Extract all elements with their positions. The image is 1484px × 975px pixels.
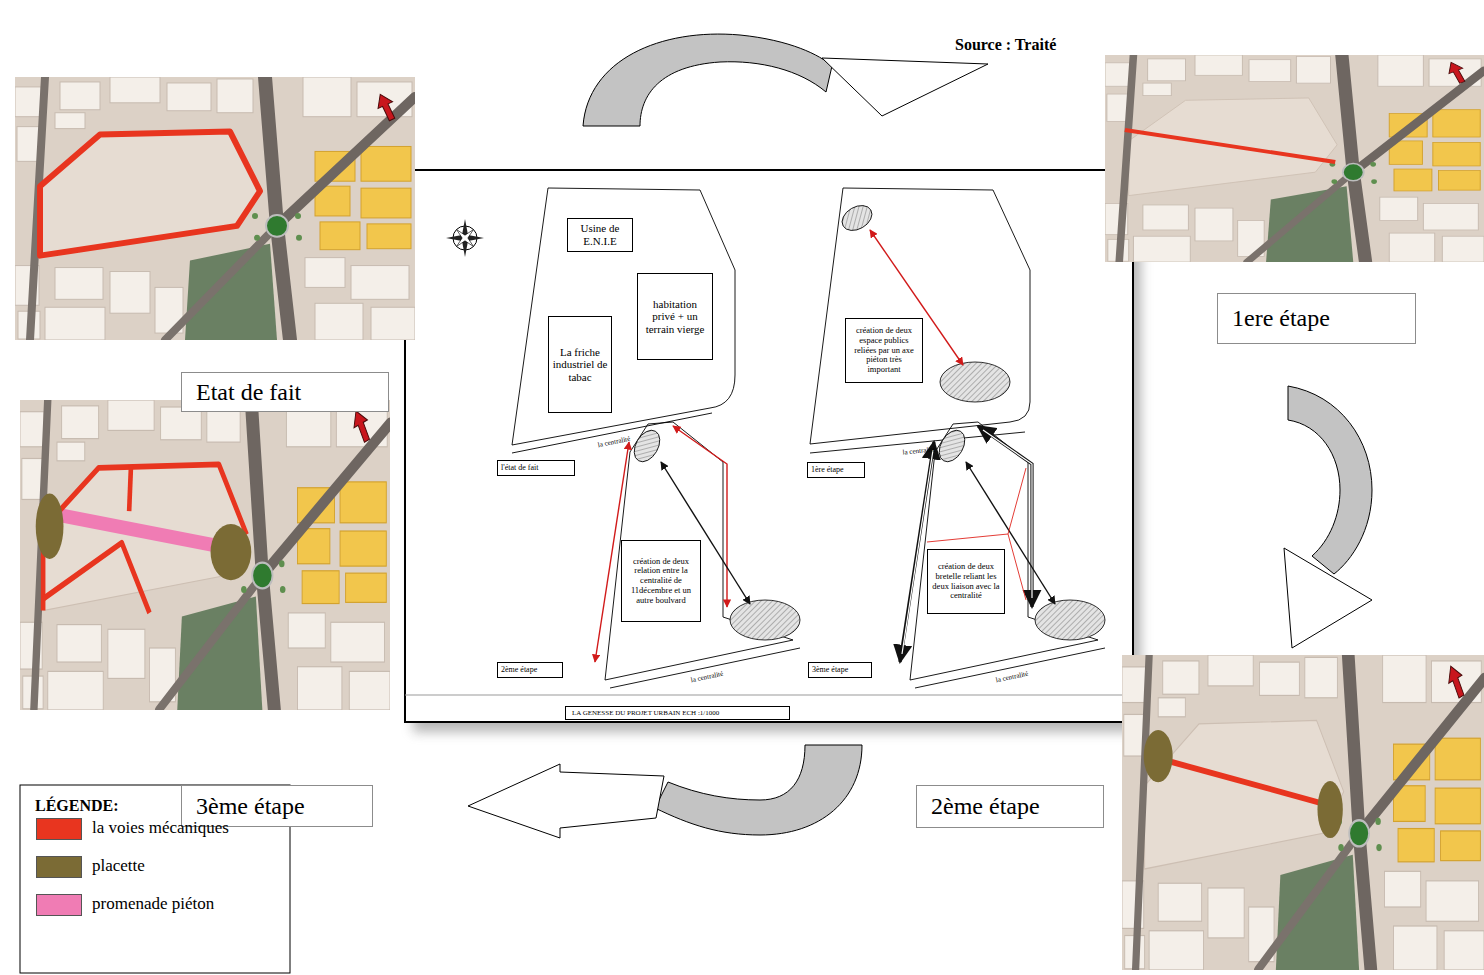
parcel-outline bbox=[512, 188, 735, 453]
node-text: 1ère étape bbox=[811, 463, 861, 477]
node-text: création de deux bretelle reliant les de… bbox=[931, 562, 1001, 601]
parcel-outline bbox=[900, 422, 1105, 688]
site-render bbox=[15, 77, 415, 340]
site-render bbox=[1105, 55, 1484, 262]
legend-text: placette bbox=[92, 856, 145, 876]
compass-symbol bbox=[446, 219, 484, 257]
panel-frame bbox=[405, 170, 1141, 732]
legend-heading: LÉGENDE: bbox=[35, 797, 119, 815]
node-text: création de deux espace publics reliées … bbox=[849, 326, 919, 375]
parcel-outline bbox=[927, 534, 1008, 542]
parcel-outline bbox=[512, 188, 735, 445]
compass-symbol bbox=[448, 221, 482, 255]
cycle-arrow bbox=[1284, 548, 1372, 648]
parcel-outline bbox=[910, 422, 1098, 680]
source-note: Source : Traité bbox=[955, 36, 1056, 54]
node-text: LA GENESSE DU PROJET URBAIN ECH :1/1000 bbox=[565, 706, 790, 720]
panel-rule bbox=[405, 695, 1133, 696]
zone-box: La friche industriel de tabac bbox=[548, 316, 612, 413]
node-text: création de deux relation entre la centr… bbox=[625, 557, 697, 606]
parcel-outline bbox=[610, 648, 800, 688]
legend-swatch bbox=[36, 894, 82, 916]
parcel-outline bbox=[1035, 600, 1105, 640]
compass-symbol bbox=[446, 219, 484, 257]
legend-swatch bbox=[36, 856, 82, 878]
cycle-arrow bbox=[655, 745, 862, 835]
site-render bbox=[15, 77, 415, 340]
legend-text: la voies mécaniques bbox=[92, 818, 229, 838]
site-render bbox=[211, 524, 252, 580]
site-render bbox=[40, 132, 260, 256]
legend-swatch bbox=[36, 818, 82, 840]
note-box: création de deux relation entre la centr… bbox=[621, 540, 701, 622]
parcel-outline bbox=[934, 426, 970, 466]
cycle-arrow bbox=[1288, 386, 1372, 574]
stage-tag: 1ere étape bbox=[1217, 293, 1416, 344]
site-render bbox=[1122, 655, 1484, 970]
cycle-arrow bbox=[583, 34, 988, 126]
site-render bbox=[349, 407, 373, 445]
parcel-outline bbox=[1008, 534, 1026, 600]
parcel-outline bbox=[595, 422, 800, 688]
site-render bbox=[129, 466, 131, 512]
legend-text: promenade piéton bbox=[92, 894, 214, 914]
parcel-outline bbox=[915, 648, 1105, 688]
cycle-arrow bbox=[468, 745, 862, 838]
node-text: Etat de fait bbox=[196, 379, 301, 406]
site-render bbox=[1444, 60, 1469, 85]
street-label: la centralité bbox=[597, 435, 631, 449]
step-tag: l'état de fait bbox=[497, 460, 575, 476]
site-render bbox=[1122, 655, 1484, 970]
zone-box: habitation privé + un terrain vierge bbox=[637, 273, 713, 360]
parcel-outline bbox=[1008, 468, 1026, 534]
site-render bbox=[43, 543, 149, 613]
site-render bbox=[373, 91, 399, 123]
street-label: la centralité bbox=[690, 670, 724, 685]
street-label: la centralité bbox=[995, 670, 1029, 685]
node-text: 2ème étape bbox=[501, 663, 559, 677]
step-tag: 3ème étape bbox=[808, 662, 872, 678]
node-text: Usine de E.N.I.E bbox=[571, 222, 629, 247]
site-render bbox=[20, 400, 390, 710]
stage-tag: Etat de fait bbox=[181, 372, 389, 412]
genesis-panel: LA GENESSE DU PROJET URBAIN ECH :1/1000 l… bbox=[405, 170, 1133, 722]
site-render bbox=[1105, 55, 1484, 262]
stage-tag: 2ème étape bbox=[916, 785, 1104, 828]
step-tag: 1ère étape bbox=[807, 462, 865, 478]
note-box: création de deux espace publics reliées … bbox=[845, 318, 923, 383]
parcel-outline bbox=[810, 188, 1030, 444]
street-label: la centralité bbox=[902, 445, 935, 456]
cycle-arrow bbox=[468, 764, 664, 838]
node-text: La friche industriel de tabac bbox=[552, 346, 608, 384]
parcel-outline bbox=[940, 362, 1010, 402]
node-text: l'état de fait bbox=[501, 461, 571, 475]
panel-sketches bbox=[405, 188, 1133, 695]
site-render bbox=[36, 494, 64, 560]
site-render bbox=[1317, 781, 1342, 838]
panel-frame bbox=[405, 170, 1133, 722]
zone-box: Usine de E.N.I.E bbox=[567, 218, 633, 252]
node-text: 2ème étape bbox=[931, 793, 1040, 820]
cycle-arrow bbox=[822, 58, 988, 116]
site-render bbox=[1172, 762, 1323, 804]
parcel-outline bbox=[629, 426, 665, 466]
parcel-outline bbox=[810, 188, 1030, 453]
site-render bbox=[1125, 130, 1335, 162]
parcel-outline bbox=[900, 426, 1032, 662]
parcel-outline bbox=[605, 422, 793, 680]
node-text: 1ere étape bbox=[1232, 305, 1330, 332]
site-render bbox=[20, 400, 390, 710]
step-tag: 2ème étape bbox=[497, 662, 563, 678]
node-text: 3ème étape bbox=[812, 663, 868, 677]
note-box: création de deux bretelle reliant les de… bbox=[927, 549, 1005, 614]
cycle-arrow bbox=[1284, 386, 1372, 648]
site-render bbox=[1144, 730, 1173, 782]
site-render bbox=[1444, 662, 1468, 700]
parcel-outline bbox=[730, 600, 800, 640]
cycle-arrow bbox=[583, 34, 832, 126]
site-render bbox=[57, 515, 225, 548]
node-text: 3ème étape bbox=[196, 793, 305, 820]
node-text: habitation privé + un terrain vierge bbox=[641, 298, 709, 336]
